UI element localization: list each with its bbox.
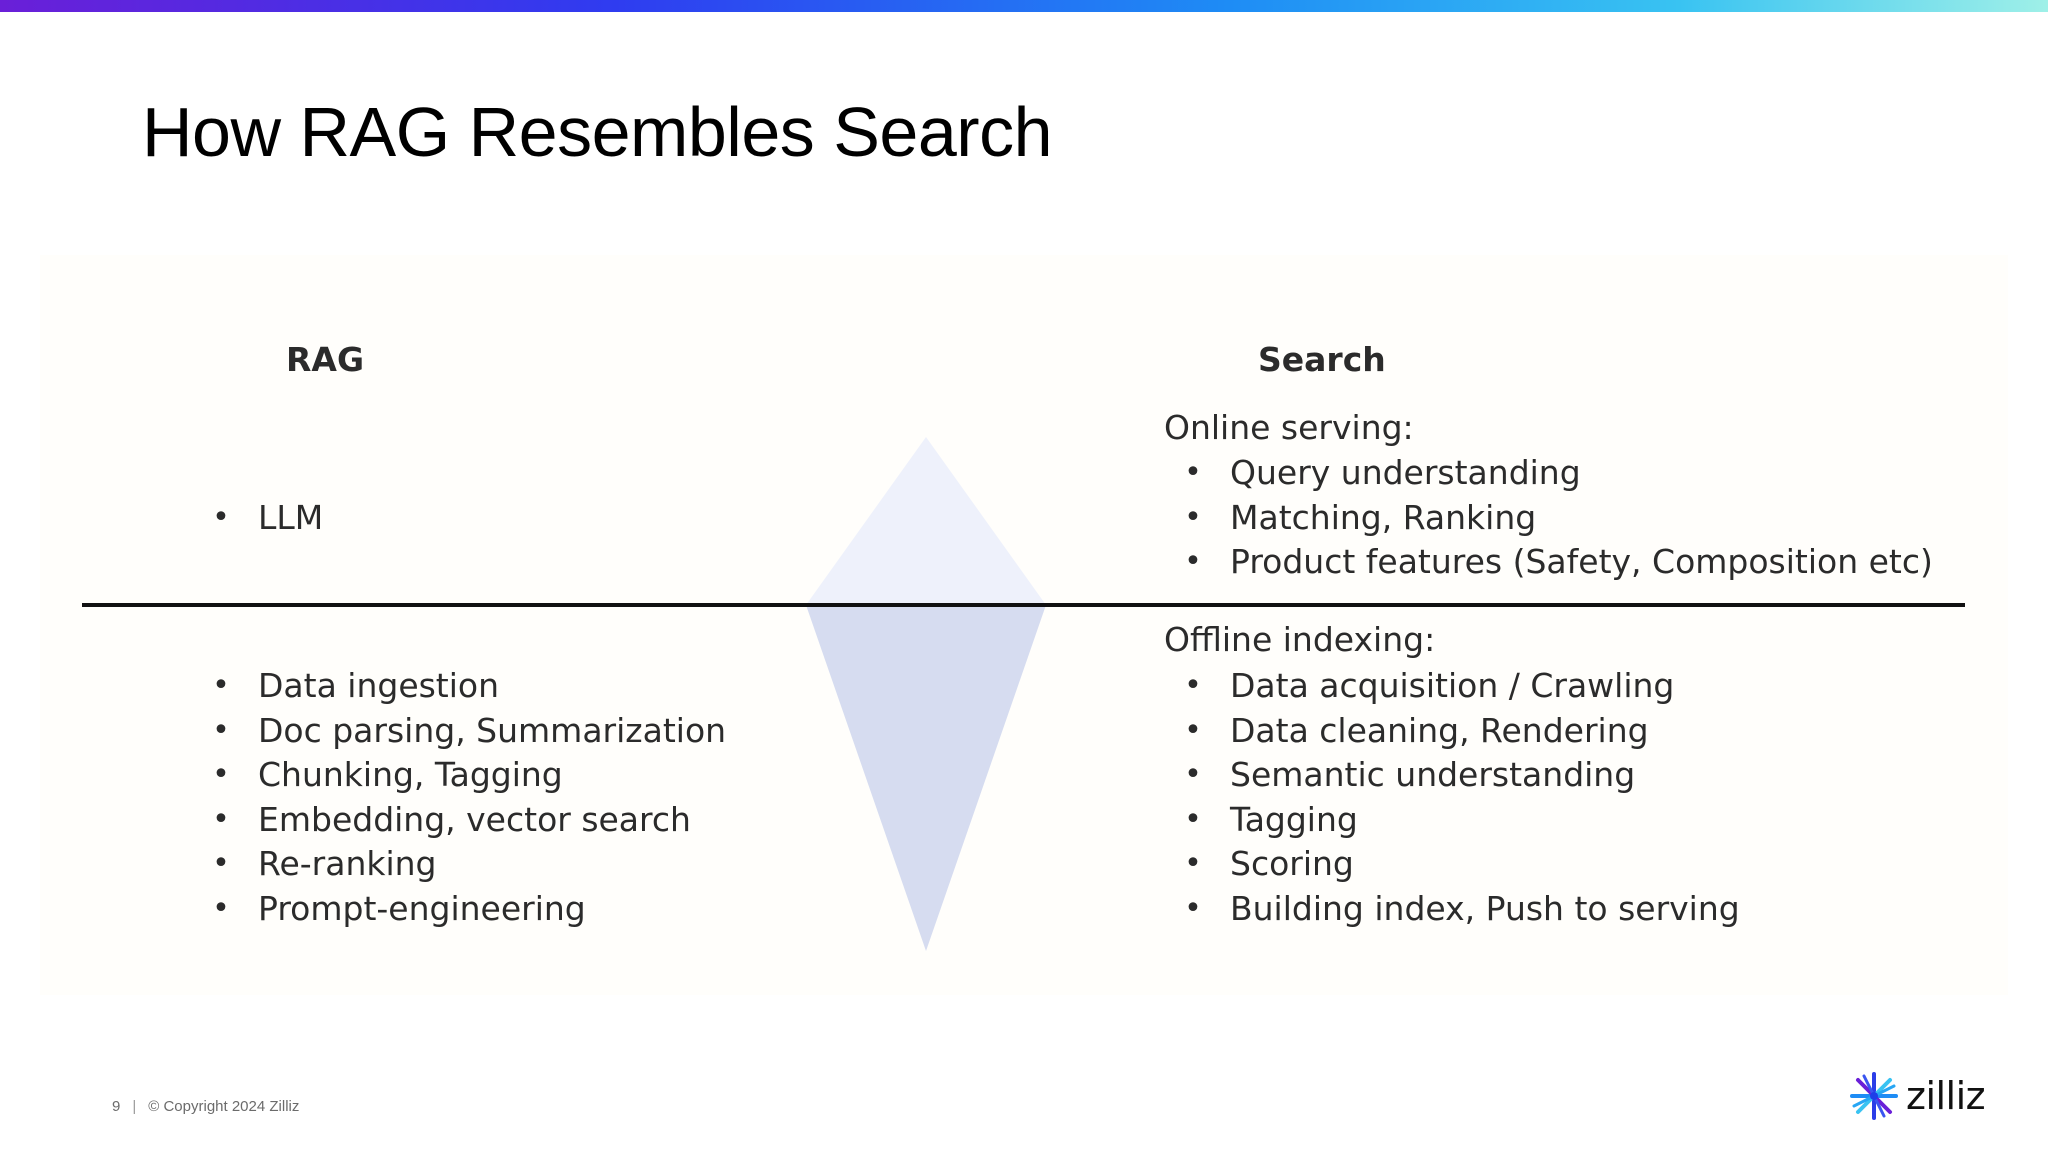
- list-item-text: Tagging: [1230, 799, 1358, 839]
- bullet-icon: •: [212, 801, 230, 837]
- list-item-text: Query understanding: [1230, 453, 1581, 492]
- waterline-divider: [82, 603, 1965, 607]
- bullet-icon: •: [212, 846, 230, 882]
- bullet-icon: •: [212, 757, 230, 793]
- rag-heading: RAG: [286, 340, 365, 379]
- bullet-icon: •: [212, 890, 230, 926]
- rag-above-list: • LLM: [206, 496, 323, 541]
- list-item-text: Product features (Safety, Composition et…: [1230, 542, 1933, 582]
- bullet-icon: •: [1184, 668, 1202, 703]
- list-item: • Tagging: [1178, 798, 1740, 843]
- footer-separator: |: [132, 1098, 137, 1115]
- list-item: • Semantic understanding: [1178, 753, 1740, 798]
- bullet-icon: •: [212, 500, 230, 535]
- bullet-icon: •: [1184, 544, 1202, 580]
- rag-below-list: • Data ingestion • Doc parsing, Summarizat…: [206, 664, 726, 932]
- list-item-text: Building index, Push to serving: [1230, 888, 1740, 928]
- copyright-text: © Copyright 2024 Zilliz: [148, 1098, 300, 1115]
- iceberg-icon: [806, 437, 1046, 951]
- list-item: • Data ingestion: [206, 664, 726, 709]
- list-item-text: Data ingestion: [258, 666, 500, 705]
- list-item-text: Doc parsing, Summarization: [258, 710, 727, 750]
- list-item-text: Semantic understanding: [1230, 755, 1636, 795]
- slide-footer: 9 | © Copyright 2024 Zilliz: [112, 1098, 299, 1115]
- bullet-icon: •: [1184, 757, 1202, 793]
- search-heading: Search: [1258, 340, 1386, 379]
- list-item: • Scoring: [1178, 842, 1740, 887]
- list-item-text: LLM: [258, 498, 324, 537]
- iceberg-tip-shape: [806, 437, 1046, 605]
- online-serving-label: Online serving:: [1164, 408, 1414, 447]
- list-item: • Prompt-engineering: [206, 887, 726, 932]
- list-item: • Doc parsing, Summarization: [206, 709, 726, 754]
- iceberg-base-shape: [806, 605, 1046, 951]
- list-item-text: Scoring: [1230, 844, 1354, 884]
- bullet-icon: •: [1184, 712, 1202, 748]
- list-item: • Matching, Ranking: [1178, 496, 1933, 541]
- bullet-icon: •: [1184, 499, 1202, 535]
- list-item: • Re-ranking: [206, 842, 726, 887]
- online-serving-list: •Query understanding •Matching, Ranking …: [1178, 451, 1933, 585]
- bullet-icon: •: [1184, 890, 1202, 926]
- list-item-text: Embedding, vector search: [258, 799, 691, 839]
- list-item-text: Prompt-engineering: [258, 888, 586, 928]
- list-item: • Product features (Safety, Composition e…: [1178, 540, 1933, 585]
- bullet-icon: •: [212, 712, 230, 748]
- slide-title: How RAG Resembles Search: [142, 93, 1053, 171]
- list-item-text: Chunking, Tagging: [258, 755, 563, 795]
- top-accent-bar: [0, 0, 2048, 12]
- list-item: • Query understanding: [1178, 451, 1933, 496]
- list-item-text: Re-ranking: [258, 844, 437, 884]
- brand-name: zilliz: [1906, 1074, 1986, 1118]
- list-item: • Data acquisition / Crawling: [1178, 664, 1740, 709]
- page-number: 9: [112, 1098, 121, 1115]
- bullet-icon: •: [1184, 846, 1202, 882]
- list-item-text: Matching, Ranking: [1230, 497, 1537, 537]
- bullet-icon: •: [1184, 801, 1202, 837]
- zilliz-logo: zilliz: [1848, 1070, 1986, 1122]
- list-item: • Chunking, Tagging: [206, 753, 726, 798]
- bullet-icon: •: [1184, 455, 1202, 490]
- list-item: • LLM: [206, 496, 323, 541]
- zilliz-star-icon: [1850, 1072, 1898, 1120]
- list-item-text: Data cleaning, Rendering: [1230, 710, 1649, 750]
- offline-indexing-label: Offline indexing:: [1164, 620, 1436, 659]
- list-item: • Data cleaning, Rendering: [1178, 709, 1740, 754]
- list-item-text: Data acquisition / Crawling: [1230, 666, 1675, 705]
- bullet-icon: •: [212, 668, 230, 703]
- list-item: • Building index, Push to serving: [1178, 887, 1740, 932]
- list-item: • Embedding, vector search: [206, 798, 726, 843]
- offline-indexing-list: • Data acquisition / Crawling • Data clean…: [1178, 664, 1740, 932]
